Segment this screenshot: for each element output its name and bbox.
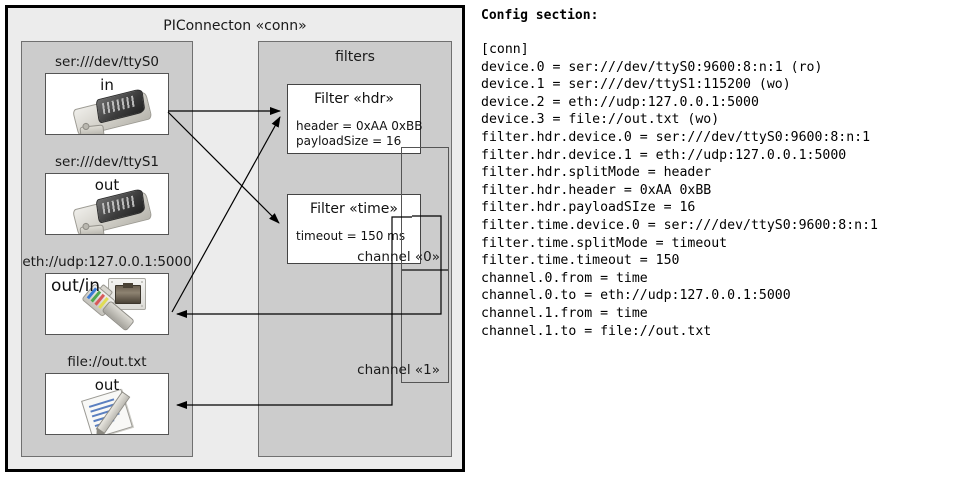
channel-box-0[interactable]: channel «0» — [357, 147, 449, 270]
connector-frame: PIConnecton «conn» ser:///dev/ttyS0 in s… — [5, 5, 465, 472]
config-text: [conn] device.0 = ser:///dev/ttyS0:9600:… — [481, 42, 878, 339]
device-direction-eth: out/in — [51, 276, 101, 296]
page-title: PIConnecton «conn» — [163, 18, 307, 34]
device-group-ttys0: ser:///dev/ttyS0 in — [22, 54, 192, 135]
filter-box-hdr[interactable]: Filter «hdr» header = 0xAA 0xBB payloadS… — [287, 84, 423, 154]
filter-props-hdr: header = 0xAA 0xBB payloadSize = 16 — [296, 119, 423, 149]
device-direction-ttys0: in — [100, 76, 114, 94]
channel-box-1[interactable]: channel «1» — [357, 270, 449, 383]
device-label-ttys0: ser:///dev/ttyS0 — [55, 54, 159, 70]
device-box-file[interactable]: out — [45, 373, 169, 435]
device-label-ttys1: ser:///dev/ttyS1 — [55, 154, 159, 170]
filters-panel-title: filters — [335, 49, 375, 65]
device-direction-file: out — [94, 376, 120, 394]
filter-prop: payloadSize = 16 — [296, 134, 402, 148]
device-direction-ttys1: out — [94, 176, 120, 194]
device-group-ttys1: ser:///dev/ttyS1 out — [22, 154, 192, 235]
filter-prop: header = 0xAA 0xBB — [296, 119, 423, 133]
device-box-ttys1[interactable]: out — [45, 173, 169, 235]
filter-name-hdr: Filter «hdr» — [314, 91, 394, 107]
device-group-file: file://out.txt out — [22, 354, 192, 435]
channel-label-0: channel «0» — [357, 249, 440, 265]
config-heading: Config section: — [481, 8, 599, 23]
filter-name-time: Filter «time» — [310, 201, 398, 217]
filters-panel: filters Filter «hdr» header = 0xAA 0xBB … — [258, 41, 452, 457]
device-label-eth: eth://udp:127.0.0.1:5000 — [22, 254, 192, 270]
devices-panel: ser:///dev/ttyS0 in ser:///dev/ttyS1 out — [21, 41, 193, 457]
device-box-ttys0[interactable]: in — [45, 73, 169, 135]
config-panel: Config section: [conn] device.0 = ser://… — [481, 8, 956, 340]
channel-label-1: channel «1» — [357, 362, 440, 378]
text-file-icon — [81, 388, 148, 434]
device-group-eth: eth://udp:127.0.0.1:5000 out/in — [22, 254, 192, 335]
device-box-eth[interactable]: out/in — [45, 273, 169, 335]
device-label-file: file://out.txt — [67, 354, 147, 370]
